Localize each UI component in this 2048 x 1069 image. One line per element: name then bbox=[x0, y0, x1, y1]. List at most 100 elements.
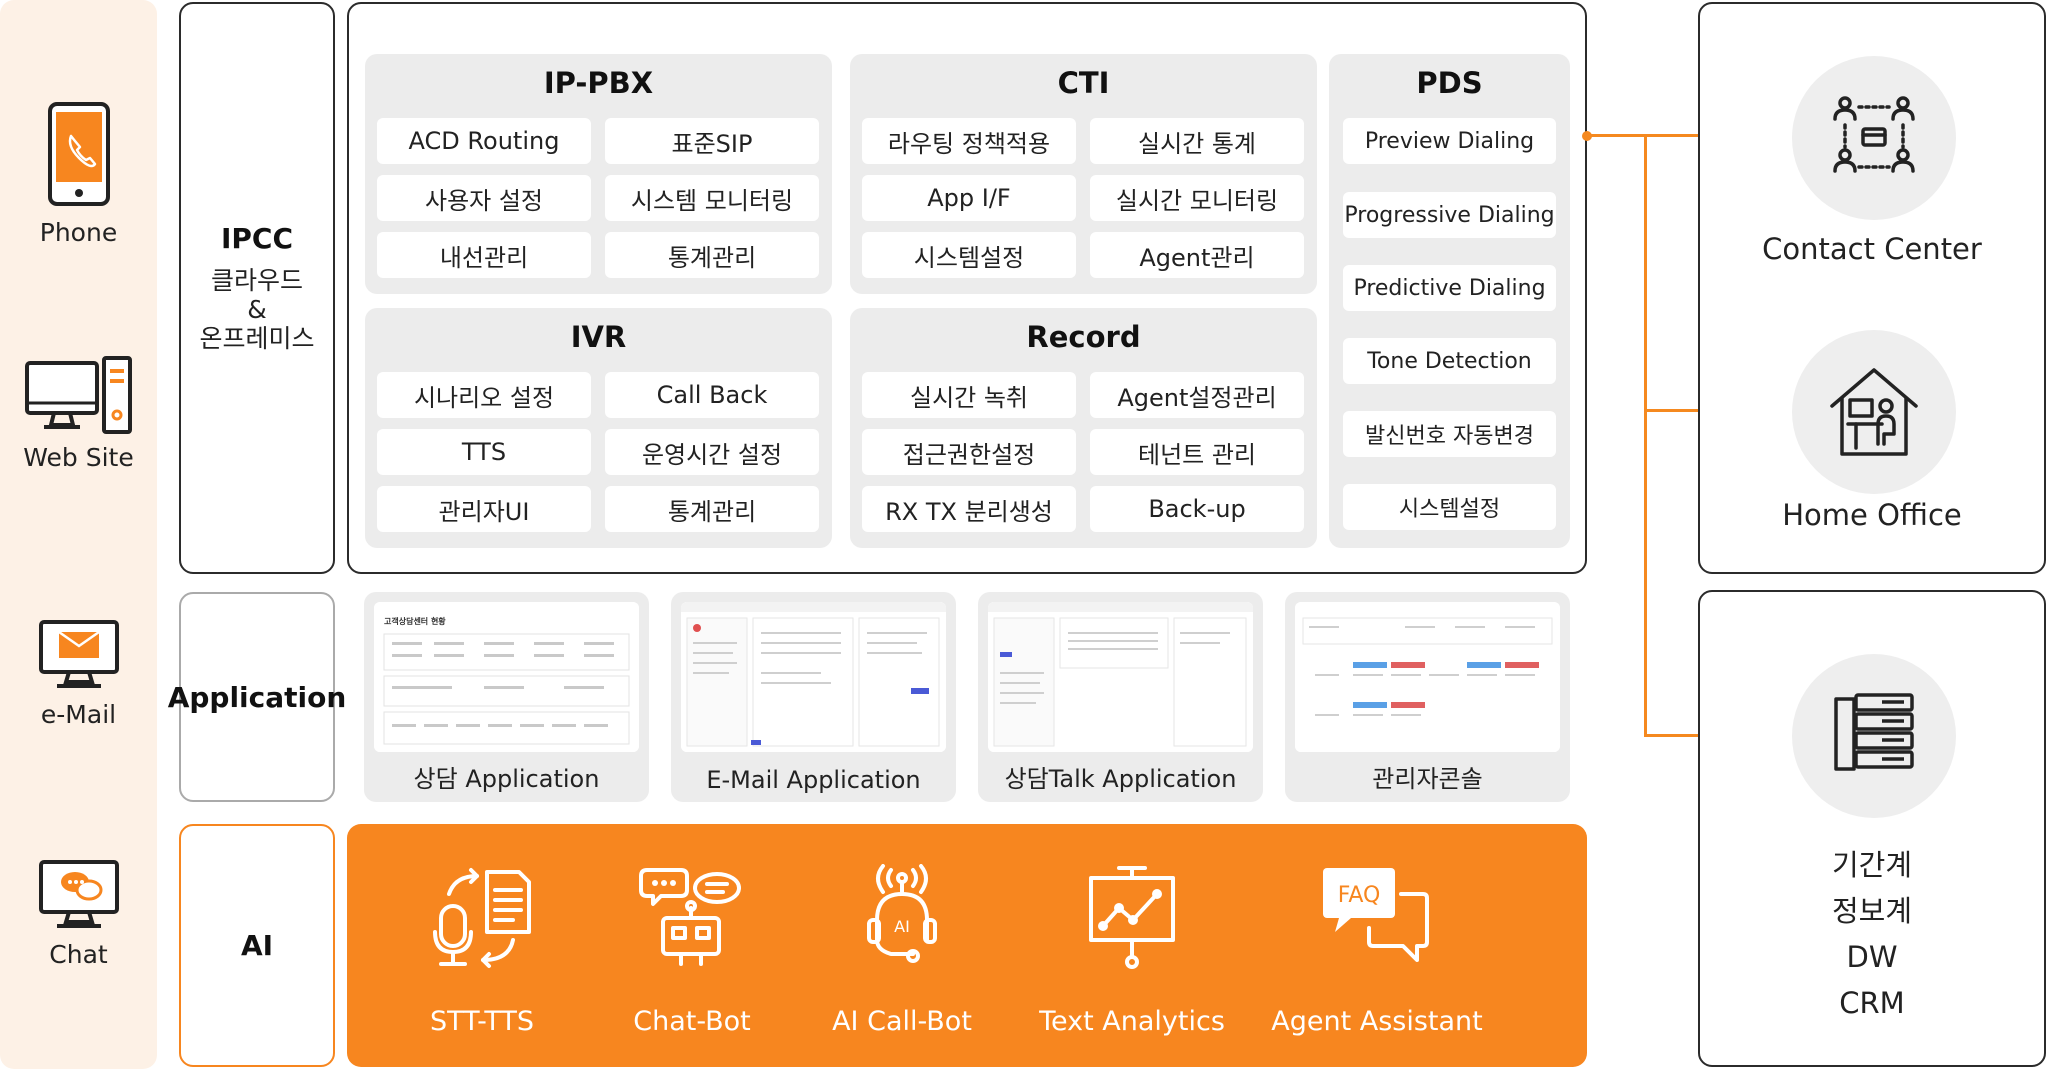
app-preview-image bbox=[681, 602, 946, 752]
ippbx-item: 표준SIP bbox=[605, 118, 819, 164]
ipcc-subtitle: 클라우드 & 온프레미스 bbox=[199, 267, 314, 353]
pds-group: PDS Preview Dialing Progressive Dialing … bbox=[1329, 54, 1570, 548]
record-item: 실시간 녹취 bbox=[862, 372, 1076, 418]
channel-label: e-Mail bbox=[0, 700, 157, 729]
ivr-item: 관리자UI bbox=[377, 486, 591, 532]
stt-tts-icon bbox=[427, 864, 537, 974]
ivr-item: 운영시간 설정 bbox=[605, 429, 819, 475]
record-item: Agent설정관리 bbox=[1090, 372, 1304, 418]
channel-website: Web Site bbox=[0, 355, 157, 472]
application-title: Application bbox=[168, 681, 347, 714]
ivr-item: 통계관리 bbox=[605, 486, 819, 532]
ai-item-agent-assistant[interactable]: FAQ Agent Assistant bbox=[1257, 824, 1497, 1067]
home-office-icon bbox=[1826, 364, 1922, 460]
app-card-email[interactable]: E-Mail Application bbox=[671, 592, 956, 802]
desktop-icon bbox=[24, 355, 134, 435]
cti-group: CTI 라우팅 정책적용 실시간 통계 App I/F 실시간 모니터링 시스템… bbox=[850, 54, 1317, 294]
system-item: DW bbox=[1700, 934, 2044, 980]
cti-item: 실시간 통계 bbox=[1090, 118, 1304, 164]
app-label: E-Mail Application bbox=[671, 766, 956, 794]
phone-icon bbox=[44, 100, 114, 210]
ipcc-title: IPCC bbox=[221, 222, 293, 255]
channel-email: e-Mail bbox=[0, 618, 157, 729]
app-screenshot bbox=[1295, 602, 1560, 752]
ai-item-ai-callbot[interactable]: AI AI Call-Bot bbox=[807, 824, 997, 1067]
app-preview-image bbox=[1295, 602, 1560, 752]
ippbx-item: 사용자 설정 bbox=[377, 175, 591, 221]
app-card-consult[interactable]: 고객상담센터 현황 상담 Application bbox=[364, 592, 649, 802]
sites-box: Contact Center Home Office bbox=[1698, 2, 2046, 574]
ippbx-item: 시스템 모니터링 bbox=[605, 175, 819, 221]
ippbx-item: 통계관리 bbox=[605, 232, 819, 278]
server-stack-icon bbox=[1832, 691, 1916, 781]
channel-label: Phone bbox=[0, 218, 157, 247]
ai-item-label: Chat-Bot bbox=[597, 1006, 787, 1037]
ivr-item: TTS bbox=[377, 429, 591, 475]
record-item: Back-up bbox=[1090, 486, 1304, 532]
app-label: 상담Talk Application bbox=[978, 759, 1263, 794]
ai-label-box: AI bbox=[179, 824, 335, 1067]
ai-item-stt-tts[interactable]: STT-TTS bbox=[387, 824, 577, 1067]
ivr-group: IVR 시나리오 설정 Call Back TTS 운영시간 설정 관리자UI … bbox=[365, 308, 832, 548]
app-preview-image: 고객상담센터 현황 bbox=[374, 602, 639, 752]
pds-item: Preview Dialing bbox=[1343, 118, 1556, 164]
ai-item-text-analytics[interactable]: Text Analytics bbox=[1032, 824, 1232, 1067]
ipcc-sub-line: & bbox=[199, 296, 314, 325]
chat-icon bbox=[37, 858, 121, 932]
pds-item: 발신번호 자동변경 bbox=[1343, 411, 1556, 457]
channel-strip: Phone Web Site e-Mail bbox=[0, 0, 157, 1069]
app-preview-image bbox=[988, 602, 1253, 752]
mail-icon bbox=[37, 618, 121, 692]
pds-item: Tone Detection bbox=[1343, 338, 1556, 384]
channel-chat: Chat bbox=[0, 858, 157, 969]
contact-center-label: Contact Center bbox=[1700, 232, 2044, 266]
ipcc-sub-line: 온프레미스 bbox=[199, 325, 314, 354]
channel-phone: Phone bbox=[0, 100, 157, 247]
app-shot-title: 고객상담센터 현황 bbox=[384, 616, 446, 626]
ai-title: AI bbox=[241, 929, 273, 962]
app-card-admin[interactable]: 관리자콘솔 bbox=[1285, 592, 1570, 802]
app-card-talk[interactable]: 상담Talk Application bbox=[978, 592, 1263, 802]
record-item: 접근권한설정 bbox=[862, 429, 1076, 475]
application-label-box: Application bbox=[179, 592, 335, 802]
record-group: Record 실시간 녹취 Agent설정관리 접근권한설정 테넌트 관리 RX… bbox=[850, 308, 1317, 548]
ippbx-group: IP-PBX ACD Routing 표준SIP 사용자 설정 시스템 모니터링… bbox=[365, 54, 832, 294]
ivr-item: Call Back bbox=[605, 372, 819, 418]
ivr-title: IVR bbox=[365, 320, 832, 354]
channel-label: Web Site bbox=[0, 443, 157, 472]
record-item: 테넌트 관리 bbox=[1090, 429, 1304, 475]
ipcc-sub-line: 클라우드 bbox=[199, 267, 314, 296]
ai-item-chatbot[interactable]: Chat-Bot bbox=[597, 824, 787, 1067]
cti-item: Agent관리 bbox=[1090, 232, 1304, 278]
ai-panel: STT-TTS Chat-Bot bbox=[347, 824, 1587, 1067]
cti-item: 실시간 모니터링 bbox=[1090, 175, 1304, 221]
app-screenshot bbox=[681, 602, 946, 752]
ippbx-title: IP-PBX bbox=[365, 66, 832, 100]
systems-box: 기간계 정보계 DW CRM bbox=[1698, 590, 2046, 1067]
channel-label: Chat bbox=[0, 940, 157, 969]
contact-center-circle bbox=[1792, 56, 1956, 220]
record-title: Record bbox=[850, 320, 1317, 354]
ippbx-item: 내선관리 bbox=[377, 232, 591, 278]
ai-item-label: AI Call-Bot bbox=[807, 1006, 997, 1037]
ai-item-label: Agent Assistant bbox=[1257, 1006, 1497, 1037]
app-screenshot: 고객상담센터 현황 bbox=[374, 602, 639, 752]
system-item: 정보계 bbox=[1700, 888, 2044, 934]
cti-title: CTI bbox=[850, 66, 1317, 100]
system-item: CRM bbox=[1700, 980, 2044, 1026]
cti-item: 시스템설정 bbox=[862, 232, 1076, 278]
pds-item: Progressive Dialing bbox=[1343, 192, 1556, 238]
ippbx-item: ACD Routing bbox=[377, 118, 591, 164]
chatbot-icon bbox=[637, 864, 747, 974]
ai-callbot-icon: AI bbox=[847, 864, 957, 974]
cti-item: App I/F bbox=[862, 175, 1076, 221]
ai-badge: AI bbox=[894, 917, 910, 936]
pds-item: 시스템설정 bbox=[1343, 484, 1556, 530]
ai-badge: FAQ bbox=[1338, 883, 1381, 908]
text-analytics-icon bbox=[1077, 864, 1187, 974]
connector-line bbox=[1644, 134, 1647, 737]
pds-title: PDS bbox=[1329, 66, 1570, 100]
ivr-item: 시나리오 설정 bbox=[377, 372, 591, 418]
app-label: 상담 Application bbox=[364, 759, 649, 794]
ipcc-label-box: IPCC 클라우드 & 온프레미스 bbox=[179, 2, 335, 574]
